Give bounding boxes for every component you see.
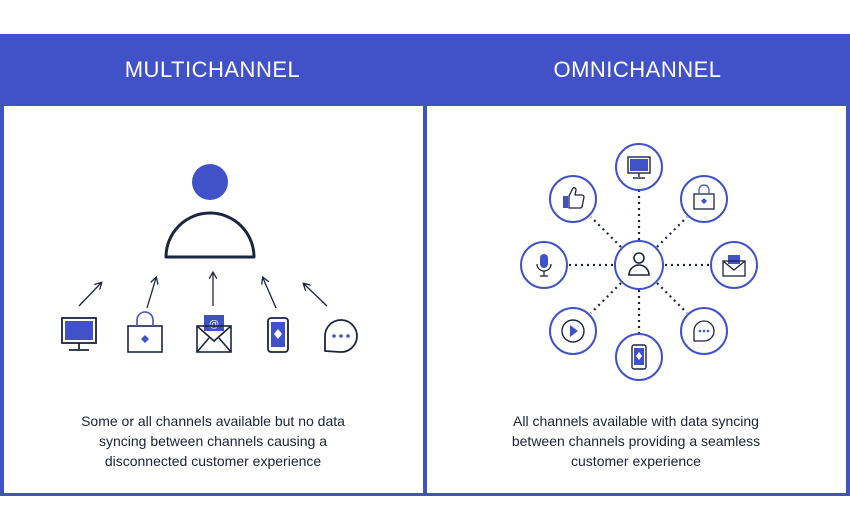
omnichannel-caption-line: All channels available with data syncing (513, 413, 759, 429)
customer-person-icon (164, 164, 256, 259)
arrow-phone (263, 278, 277, 309)
omnichannel-caption: All channels available with data syncing… (466, 411, 806, 471)
omni-monitor-icon (615, 143, 663, 191)
omni-smartphone-icon (615, 333, 663, 381)
email-icon: @ (196, 315, 232, 353)
arrow-monitor (78, 283, 101, 307)
connections (566, 190, 715, 336)
monitor-icon (61, 317, 97, 351)
omni-email-icon (710, 241, 758, 289)
multichannel-title: MULTICHANNEL (124, 57, 301, 82)
smartphone-icon (267, 317, 289, 353)
multichannel-caption-line: Some or all channels available but no da… (81, 413, 345, 429)
multichannel-caption-line: disconnected customer experience (104, 453, 322, 469)
multichannel-caption: Some or all channels available but no da… (43, 411, 383, 471)
omni-play-icon (549, 307, 597, 355)
multichannel-caption-line: syncing between channels causing a (98, 433, 328, 449)
omni-chat-icon (680, 307, 728, 355)
center-customer-icon (614, 240, 664, 290)
arrow-chat (304, 284, 328, 307)
omni-thumbs-up-icon (549, 175, 597, 223)
omni-microphone-icon (520, 241, 568, 289)
arrow-bag (146, 278, 156, 309)
chat-icon (324, 319, 358, 353)
omnichannel-caption-line: customer experience (571, 453, 701, 469)
omni-shopping-bag-icon (680, 175, 728, 223)
omnichannel-title: OMNICHANNEL (553, 57, 722, 82)
shopping-bag-icon (127, 311, 163, 353)
svg-text:@: @ (209, 319, 219, 330)
omnichannel-caption-line: between channels providing a seamless (511, 433, 761, 449)
arrows (78, 273, 328, 309)
